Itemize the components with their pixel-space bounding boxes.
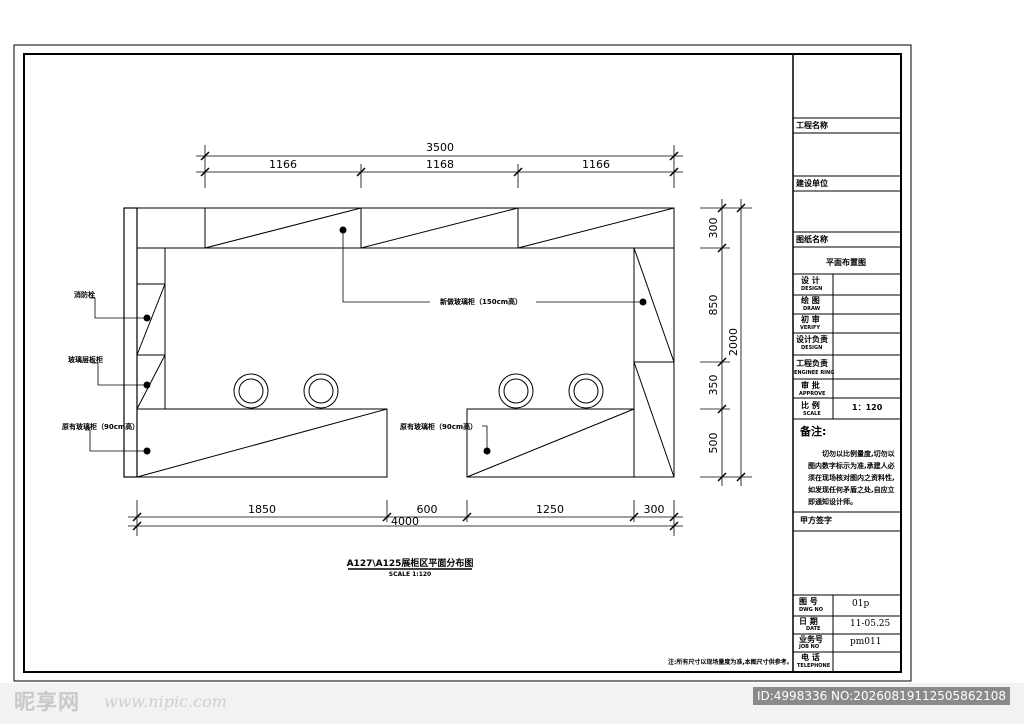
dim-bottom-seg1: 1850 — [248, 503, 276, 516]
label-glass-shelf: 玻璃层板柜 — [68, 355, 103, 364]
party-a-sign-label: 甲方签字 — [800, 516, 832, 525]
scale-value: 1：120 — [852, 403, 883, 412]
top-dimension-lines — [196, 145, 683, 188]
dim-right-seg1: 300 — [707, 218, 720, 239]
label-new-glass-cabinet: 新做玻璃柜（150cm高） — [440, 297, 522, 306]
notes-label: 备注: — [800, 425, 827, 438]
drawing-footnote: 注:所有尺寸以现场量度为准,本图尺寸供参考。 — [668, 658, 793, 666]
dim-right-total: 2000 — [727, 328, 740, 356]
dim-top-seg2: 1168 — [426, 158, 454, 171]
dim-bottom-seg4: 300 — [644, 503, 665, 516]
label-fire-hydrant: 消防栓 — [74, 290, 95, 299]
label-existing-glass-right: 原有玻璃柜（90cm高） — [400, 422, 477, 431]
design-lead-en: DESIGN — [801, 345, 823, 351]
date-value: 11-05.25 — [850, 619, 891, 629]
dim-top-seg1: 1166 — [269, 158, 297, 171]
draw-en: DRAW — [803, 306, 821, 312]
telephone-label: 电 话 — [801, 653, 820, 662]
dim-bottom-total: 4000 — [391, 515, 419, 528]
job-no-en: JOB NO — [799, 644, 820, 650]
job-no-value: pm011 — [850, 637, 882, 647]
engineering-lead-label: 工程负责 — [796, 359, 828, 368]
drawing-scale: SCALE 1:120 — [389, 571, 431, 578]
watermark-url: www.nipic.com — [104, 692, 227, 711]
dwg-no-label: 图 号 — [799, 597, 818, 606]
approve-label: 审 批 — [801, 381, 820, 390]
client-label: 建设单位 — [796, 179, 828, 188]
dim-right-seg4: 500 — [707, 433, 720, 454]
bottom-dimension-lines — [128, 500, 683, 536]
design-lead-label: 设计负责 — [796, 335, 828, 344]
draw-label: 绘 图 — [801, 296, 820, 305]
verify-en: VERIFY — [800, 325, 821, 331]
dwg-no-value: 01p — [852, 599, 870, 609]
callout-labels: 消防栓 玻璃层板柜 原有玻璃柜（90cm高） 新做玻璃柜（150cm高） 原有玻… — [62, 290, 522, 431]
verify-label: 初 审 — [801, 315, 820, 324]
dim-right-seg3: 350 — [707, 375, 720, 396]
outer-border — [13, 44, 912, 682]
round-seats — [233, 373, 604, 409]
design-label: 设 计 — [801, 276, 820, 285]
title-block-frame — [792, 54, 901, 672]
leaders — [85, 230, 643, 452]
dimension-texts: 3500 1166 1168 1166 300 850 350 500 2000… — [248, 141, 740, 528]
dwg-no-en: DWG NO — [799, 607, 823, 613]
drawing-title: A127\A125展柜区平面分布图 — [347, 557, 474, 569]
floor-plan — [123, 207, 675, 478]
drawing-name-label: 图纸名称 — [796, 235, 828, 244]
watermark-logo: 昵享网 — [14, 690, 80, 714]
dim-top-total: 3500 — [426, 141, 454, 154]
design-en: DESIGN — [801, 286, 823, 292]
date-en: DATE — [806, 626, 821, 632]
scale-en: SCALE — [803, 411, 821, 417]
dim-bottom-seg2: 600 — [417, 503, 438, 516]
leader-dots — [143, 226, 647, 455]
dim-bottom-seg3: 1250 — [536, 503, 564, 516]
scale-label: 比 例 — [801, 401, 820, 410]
notes-text: 切勿以比例量度,切勿以图内数字标示为准,承建人必须在现场核对图内之资料性,如发现… — [808, 450, 895, 506]
label-existing-glass-left: 原有玻璃柜（90cm高） — [62, 422, 139, 431]
dim-right-seg2: 850 — [707, 295, 720, 316]
job-no-label: 业务号 — [799, 635, 823, 644]
telephone-en: TELEPHONE — [797, 663, 831, 669]
drawing-name-value: 平面布置图 — [826, 258, 866, 267]
right-dimension-lines — [700, 199, 752, 486]
watermark-id-badge: ID:4998336 NO:20260819112505862108 — [752, 687, 1010, 705]
project-name-label: 工程名称 — [796, 121, 828, 130]
dim-top-seg3: 1166 — [582, 158, 610, 171]
approve-en: APPROVE — [799, 391, 826, 397]
engineering-lead-en: ENGINEE RING — [794, 370, 835, 376]
inner-border — [23, 53, 902, 673]
date-label: 日 期 — [799, 617, 818, 626]
